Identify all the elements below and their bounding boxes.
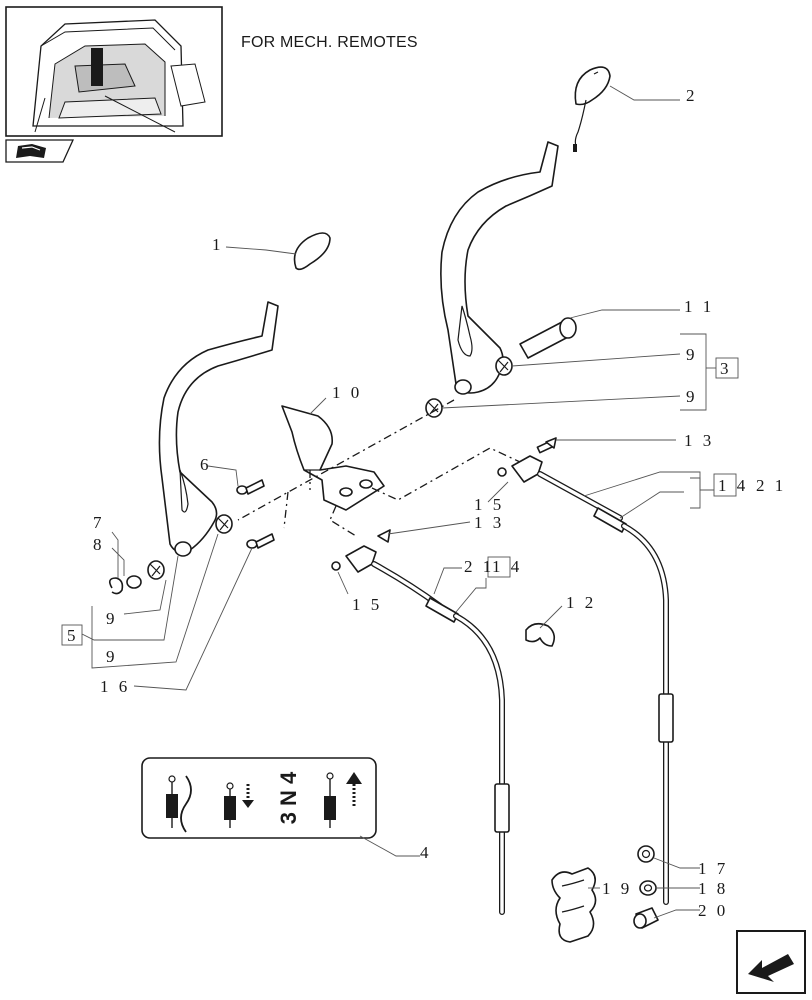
callout-13: 1 3 xyxy=(684,431,714,450)
cable-clamp xyxy=(551,867,597,943)
left-control-lever xyxy=(158,301,279,557)
callout-9: 9 xyxy=(686,387,698,406)
decal-text: 3 N 4 xyxy=(276,771,301,824)
callout-15: 1 5 xyxy=(474,495,504,514)
assembly-line xyxy=(329,505,357,537)
callout-14: 1 4 xyxy=(492,557,522,576)
bushing-left-upper xyxy=(215,514,233,534)
book-icon xyxy=(16,144,46,158)
callout-21: 2 1 xyxy=(464,557,494,576)
callout-9: 9 xyxy=(106,647,118,666)
circlip xyxy=(108,577,124,595)
mounting-bracket xyxy=(281,405,385,511)
callout-11: 1 1 xyxy=(684,297,714,316)
callout-14: 1 4 xyxy=(718,476,748,495)
callout-8: 8 xyxy=(93,535,105,554)
lever-raise-icon xyxy=(324,772,362,828)
callout-9: 9 xyxy=(686,345,698,364)
lever-lower-icon xyxy=(224,782,254,828)
assembly-line xyxy=(371,447,521,501)
spacer-nut xyxy=(633,907,659,929)
control-cable-right xyxy=(497,437,674,905)
lever-float-icon xyxy=(166,775,192,833)
callout-3: 3 xyxy=(720,359,732,378)
cable-clip xyxy=(525,622,556,647)
nut xyxy=(637,845,655,863)
callout-21: 2 1 xyxy=(756,476,786,495)
callout-19: 1 9 xyxy=(602,879,632,898)
bushing-left-lower xyxy=(147,560,165,580)
callout-16: 1 6 xyxy=(100,677,130,696)
washer xyxy=(126,575,142,589)
callout-4: 4 xyxy=(420,843,432,862)
page-title: FOR MECH. REMOTES xyxy=(241,34,418,51)
washer xyxy=(639,880,657,896)
next-arrow-icon[interactable] xyxy=(736,930,806,994)
knob xyxy=(293,232,331,271)
callout-1: 1 xyxy=(212,235,224,254)
right-control-lever xyxy=(440,141,559,395)
callout-12: 1 2 xyxy=(566,593,596,612)
callout-18: 1 8 xyxy=(698,879,728,898)
callout-17: 1 7 xyxy=(698,859,728,878)
control-cable-left xyxy=(331,529,510,915)
assembly-line xyxy=(283,491,289,529)
assembly-line xyxy=(237,399,455,521)
knob-with-wire xyxy=(573,66,611,152)
callout-15: 1 5 xyxy=(352,595,382,614)
leader-lines xyxy=(61,85,739,919)
callout-13: 1 3 xyxy=(474,513,504,532)
bushing-right-lower xyxy=(425,398,443,418)
bushing-right-upper xyxy=(495,356,513,376)
callout-10: 1 0 xyxy=(332,383,362,402)
callout-9: 9 xyxy=(106,609,118,628)
callout-5: 5 xyxy=(67,626,79,645)
callout-2: 2 xyxy=(686,86,698,105)
control-decal: 3 N 4 xyxy=(141,757,377,839)
callout-20: 2 0 xyxy=(698,901,728,920)
screw xyxy=(236,479,265,495)
screw xyxy=(246,533,275,549)
callout-6: 6 xyxy=(200,455,212,474)
callout-7: 7 xyxy=(93,513,105,532)
pivot-pin xyxy=(519,317,577,359)
